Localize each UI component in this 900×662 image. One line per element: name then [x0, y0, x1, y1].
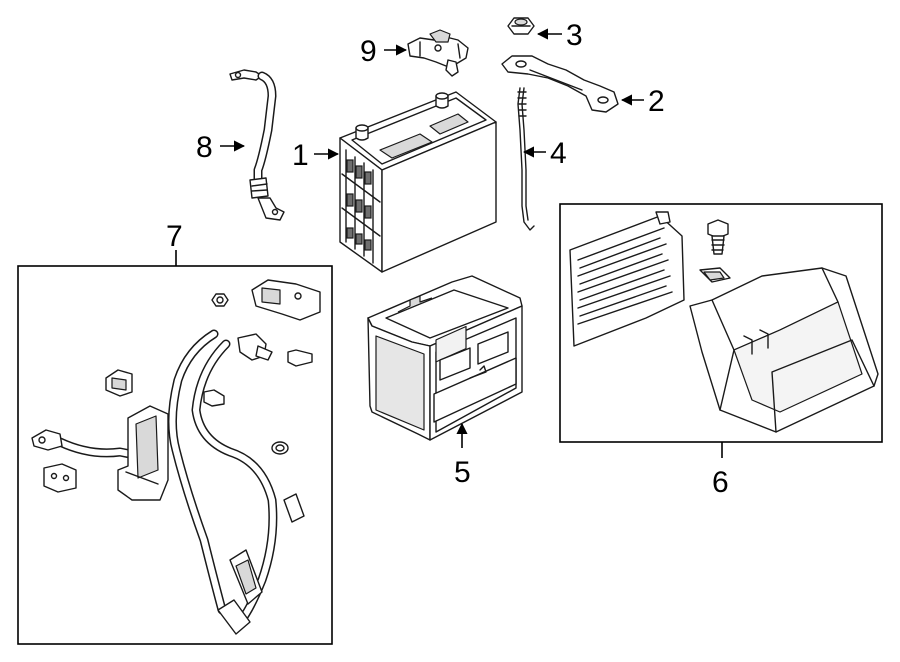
callout-7: 7	[166, 220, 183, 253]
callout-8: 8	[196, 131, 213, 164]
callout-9: 9	[360, 35, 377, 68]
battery-icon[interactable]	[339, 91, 497, 273]
group-box-6	[559, 203, 883, 443]
box-icon[interactable]	[569, 211, 879, 433]
callout-5: 5	[454, 456, 471, 489]
rod-icon[interactable]	[517, 87, 535, 231]
nut-icon[interactable]	[507, 17, 535, 35]
cable-harness-icon[interactable]	[31, 279, 321, 635]
sensor-icon[interactable]	[407, 29, 469, 77]
bracket-icon[interactable]	[501, 55, 619, 113]
callout-4: 4	[550, 137, 567, 170]
ground-cable-icon[interactable]	[229, 69, 285, 221]
tray-icon[interactable]	[367, 275, 523, 441]
callout-3: 3	[566, 19, 583, 52]
callout-6: 6	[712, 466, 729, 499]
group-box-7	[17, 265, 333, 645]
callout-2: 2	[648, 85, 665, 118]
callout-1: 1	[292, 139, 309, 172]
